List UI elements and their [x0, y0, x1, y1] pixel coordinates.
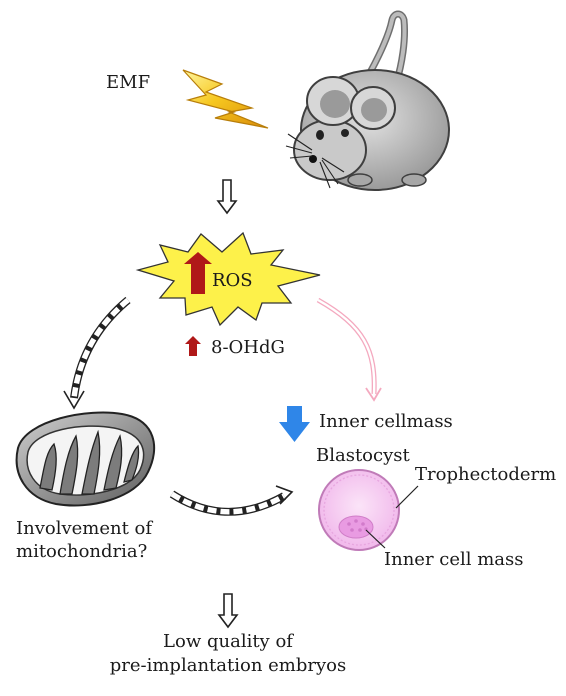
- mitochondria-label-line1: Involvement of: [16, 518, 153, 539]
- ros-burst: [135, 231, 321, 327]
- inner-cellmass-down-arrow-icon: [279, 406, 310, 442]
- mouse-icon: [285, 10, 450, 191]
- lightning-icon: [182, 69, 269, 129]
- result-label-line1: Low quality of: [163, 631, 293, 652]
- dashed-arrow-ros-to-mito: [63, 296, 131, 410]
- blastocyst-icon: [318, 469, 419, 551]
- ros-label: ROS: [212, 270, 253, 291]
- emf-label: EMF: [106, 72, 151, 93]
- trophectoderm-label: Trophectoderm: [415, 464, 557, 485]
- down-arrow-result-icon: [217, 593, 239, 629]
- down-arrow-icon: [216, 179, 238, 215]
- inner-cell-mass-label: Inner cell mass: [384, 549, 524, 570]
- ohdg-label: 8-OHdG: [211, 337, 285, 358]
- pink-arrow-ros-to-blastocyst: [316, 297, 382, 402]
- ros-up-arrow-icon: [184, 252, 212, 294]
- dashed-arrow-mito-to-blastocyst: [169, 485, 294, 516]
- mitochondria-label-line2: mitochondria?: [16, 541, 148, 562]
- ohdg-up-arrow-icon: [185, 336, 201, 356]
- result-label-line2: pre-implantation embryos: [109, 655, 347, 676]
- blastocyst-label: Blastocyst: [316, 445, 410, 466]
- mitochondrion-icon: [15, 411, 156, 507]
- inner-cellmass-label: Inner cellmass: [319, 411, 453, 432]
